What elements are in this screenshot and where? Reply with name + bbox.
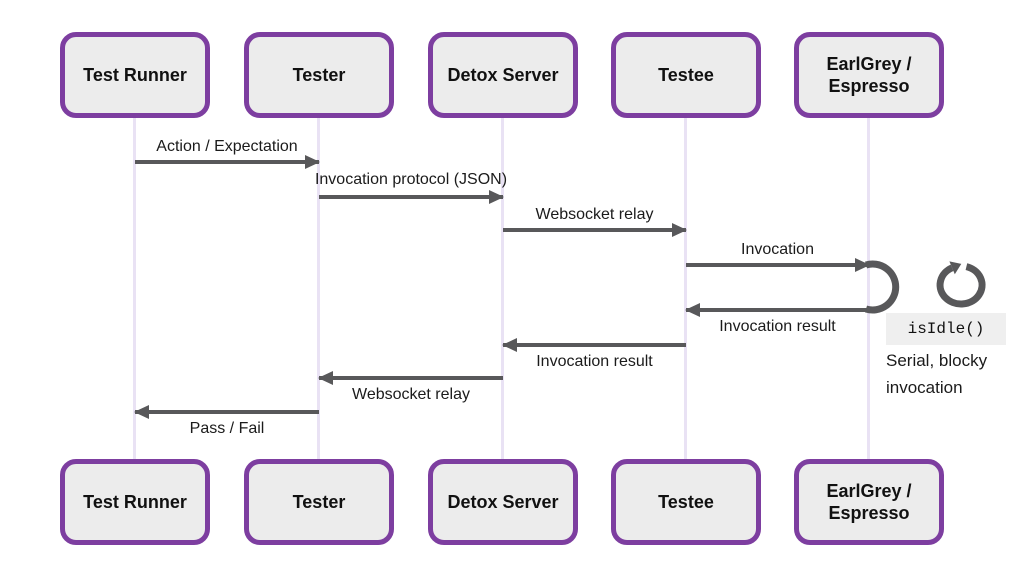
actor-box-tester-bottom: Tester <box>244 459 394 545</box>
serial-invocation-note: Serial, blocky invocation <box>886 351 988 398</box>
arrowhead-icon <box>318 371 333 385</box>
actor-label: EarlGrey / Espresso <box>826 480 912 524</box>
actor-box-detox-server-top: Detox Server <box>428 32 578 118</box>
lifeline-test-runner <box>133 118 136 459</box>
actor-box-testee-top: Testee <box>611 32 761 118</box>
message-label: Websocket relay <box>352 386 470 403</box>
arrow-line <box>503 228 686 232</box>
arrowhead-icon <box>134 405 149 419</box>
refresh-icon <box>936 261 986 308</box>
lifeline-earlgrey <box>867 118 870 459</box>
arrow-line <box>135 160 319 164</box>
actor-label: Tester <box>292 491 346 512</box>
arrowhead-icon <box>489 190 504 204</box>
arrowhead-icon <box>305 155 320 169</box>
isidle-code-chip: isIdle() <box>886 313 1006 345</box>
actor-label: Detox Server <box>447 491 559 512</box>
message-action-expectation: Action / Expectation <box>135 138 320 169</box>
actor-label: EarlGrey / Espresso <box>826 53 912 97</box>
message-invocation-protocol: Invocation protocol (JSON) <box>315 171 507 204</box>
arrow-line <box>319 195 503 199</box>
arrowhead-icon <box>502 338 517 352</box>
actor-box-earlgrey-bottom: EarlGrey / Espresso <box>794 459 944 545</box>
actor-label: Test Runner <box>83 491 187 512</box>
message-invocation: Invocation <box>686 241 870 272</box>
message-label: Action / Expectation <box>156 138 298 155</box>
message-label: Invocation <box>741 241 814 258</box>
arrowhead-icon <box>672 223 687 237</box>
message-websocket-relay-forward: Websocket relay <box>503 206 687 237</box>
message-websocket-relay-back: Websocket relay <box>318 371 503 403</box>
arrow-line <box>135 410 319 414</box>
message-label: Invocation protocol (JSON) <box>314 171 508 189</box>
actor-label: Testee <box>658 491 714 512</box>
message-label: Websocket relay <box>535 206 654 223</box>
lifeline-testee <box>684 118 687 459</box>
actor-label: Test Runner <box>83 64 187 85</box>
message-invocation-result-1: Invocation result <box>685 303 869 335</box>
actor-label: Detox Server <box>447 64 559 85</box>
lifeline-detox-server <box>501 118 504 459</box>
actor-box-test-runner-bottom: Test Runner <box>60 459 210 545</box>
message-pass-fail: Pass / Fail <box>134 405 319 437</box>
arrow-line <box>686 308 869 312</box>
actor-label: Testee <box>658 64 714 85</box>
code-label: isIdle() <box>907 320 985 338</box>
actor-box-tester-top: Tester <box>244 32 394 118</box>
self-call-loop-icon <box>864 260 900 314</box>
message-label: Invocation result <box>536 353 653 370</box>
lifeline-tester <box>317 118 320 459</box>
actor-box-test-runner-top: Test Runner <box>60 32 210 118</box>
actor-label: Tester <box>292 64 346 85</box>
arrow-line <box>503 343 686 347</box>
actor-box-detox-server-bottom: Detox Server <box>428 459 578 545</box>
arrow-line <box>319 376 503 380</box>
message-label: Pass / Fail <box>189 420 265 437</box>
arrow-line <box>686 263 869 267</box>
actor-box-testee-bottom: Testee <box>611 459 761 545</box>
message-label: Invocation result <box>719 318 836 335</box>
message-invocation-result-2: Invocation result <box>502 338 686 370</box>
arrowhead-icon <box>685 303 700 317</box>
actor-box-earlgrey-top: EarlGrey / Espresso <box>794 32 944 118</box>
